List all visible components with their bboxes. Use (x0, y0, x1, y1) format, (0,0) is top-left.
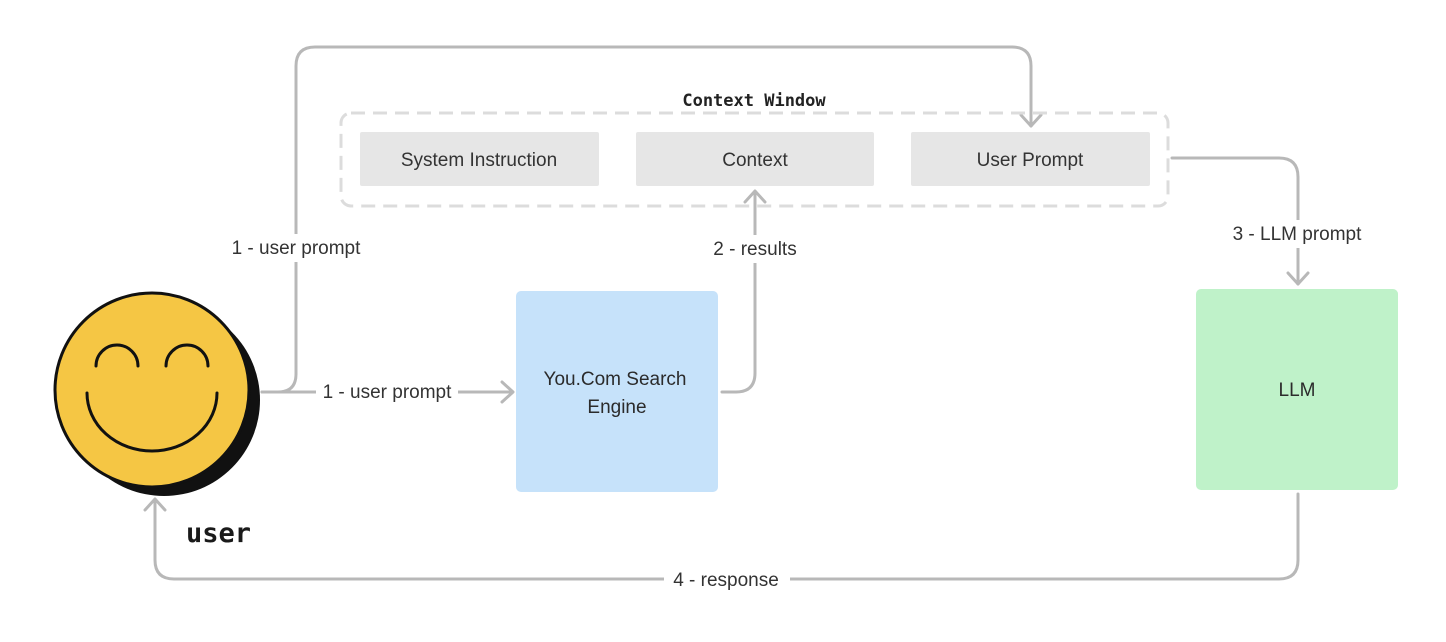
connector-search-to-context (720, 190, 757, 394)
edge-label-results: 2 - results (705, 235, 805, 263)
arrowhead-into-llm (1286, 271, 1310, 286)
edge-label-user-prompt-horizontal: 1 - user prompt (316, 378, 458, 406)
slot-context: Context (636, 132, 874, 186)
llm-label: LLM (1279, 380, 1316, 401)
edge-label-results-text: 2 - results (713, 239, 796, 260)
edge-label-llm-prompt-text: 3 - LLM prompt (1233, 224, 1363, 245)
edge-label-llm-prompt: 3 - LLM prompt (1226, 220, 1370, 248)
search-engine-box (516, 291, 718, 492)
slot-system-instruction: System Instruction (360, 132, 599, 186)
arrowhead-into-context (743, 189, 767, 204)
slot-user-prompt-label: User Prompt (977, 150, 1084, 171)
arrowhead-into-user (143, 497, 167, 512)
user-label: user (186, 518, 251, 549)
arrowhead-into-search (500, 380, 515, 404)
slot-user-prompt: User Prompt (911, 132, 1150, 186)
edge-label-user-prompt-vertical-text: 1 - user prompt (232, 238, 362, 259)
context-window-title: Context Window (682, 91, 826, 111)
arrowhead-into-user-prompt (1019, 113, 1043, 128)
edge-label-response: 4 - response (664, 565, 790, 593)
context-window-frame (339, 111, 1170, 208)
slot-context-label: Context (722, 150, 788, 171)
edge-label-user-prompt-vertical: 1 - user prompt (226, 234, 366, 262)
search-engine-node: You.Com Search Engine (516, 291, 718, 492)
smiley-face-icon (53, 291, 260, 496)
llm-node: LLM (1196, 289, 1398, 490)
search-engine-label-line2: Engine (587, 397, 646, 418)
connector-context-window-to-llm (1170, 156, 1300, 286)
llm-box (1196, 289, 1398, 490)
edge-label-response-text: 4 - response (673, 570, 779, 591)
connector-user-to-user-prompt (260, 45, 1033, 394)
edge-label-user-prompt-horizontal-text: 1 - user prompt (323, 382, 453, 403)
search-engine-label-line1: You.Com Search (544, 369, 687, 390)
slot-system-instruction-label: System Instruction (401, 150, 557, 171)
